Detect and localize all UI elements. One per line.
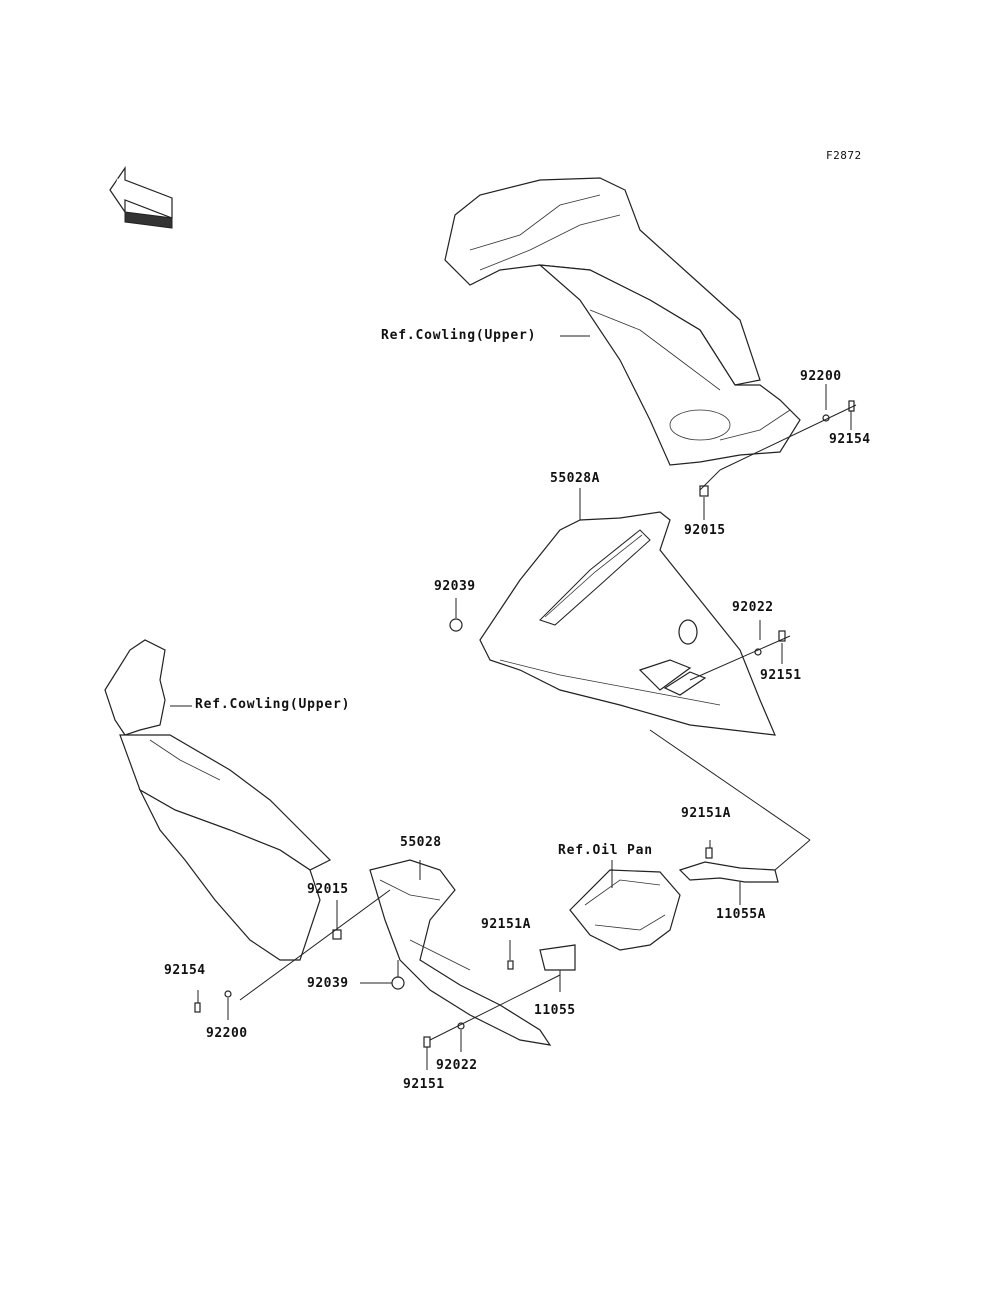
ref-cowling-upper-left: Ref.Cowling(Upper) <box>195 697 351 712</box>
middle-cowling-55028a <box>479 511 776 736</box>
part-92151-left: 92151 <box>403 1077 445 1092</box>
bracket-11055a <box>678 861 779 883</box>
part-92154-right: 92154 <box>829 432 871 447</box>
figure-code: F2872 <box>826 149 862 162</box>
lower-cowling-55028 <box>369 859 552 1046</box>
part-92200-left: 92200 <box>206 1026 248 1041</box>
part-92151a-top: 92151A <box>681 806 731 821</box>
part-92200-right: 92200 <box>800 369 842 384</box>
front-arrow-icon <box>109 166 173 229</box>
part-55028a: 55028A <box>550 471 600 486</box>
part-55028: 55028 <box>400 835 442 850</box>
oil-pan <box>569 869 681 951</box>
part-92039-right: 92039 <box>434 579 476 594</box>
part-11055a: 11055A <box>716 907 766 922</box>
part-11055: 11055 <box>534 1003 576 1018</box>
upper-cowling-left <box>104 639 332 961</box>
part-92151a-mid: 92151A <box>481 917 531 932</box>
part-92022-right: 92022 <box>732 600 774 615</box>
ref-oil-pan: Ref.Oil Pan <box>558 843 653 858</box>
part-92015-right: 92015 <box>684 523 726 538</box>
upper-cowling-right <box>444 177 801 466</box>
part-92039-left: 92039 <box>307 976 349 991</box>
part-92015-left: 92015 <box>307 882 349 897</box>
leader-lines <box>197 384 857 1070</box>
part-92022-left: 92022 <box>436 1058 478 1073</box>
ref-cowling-upper-top: Ref.Cowling(Upper) <box>381 328 537 343</box>
part-92151-right: 92151 <box>760 668 802 683</box>
part-92154-left: 92154 <box>164 963 206 978</box>
bracket-11055 <box>539 944 576 971</box>
